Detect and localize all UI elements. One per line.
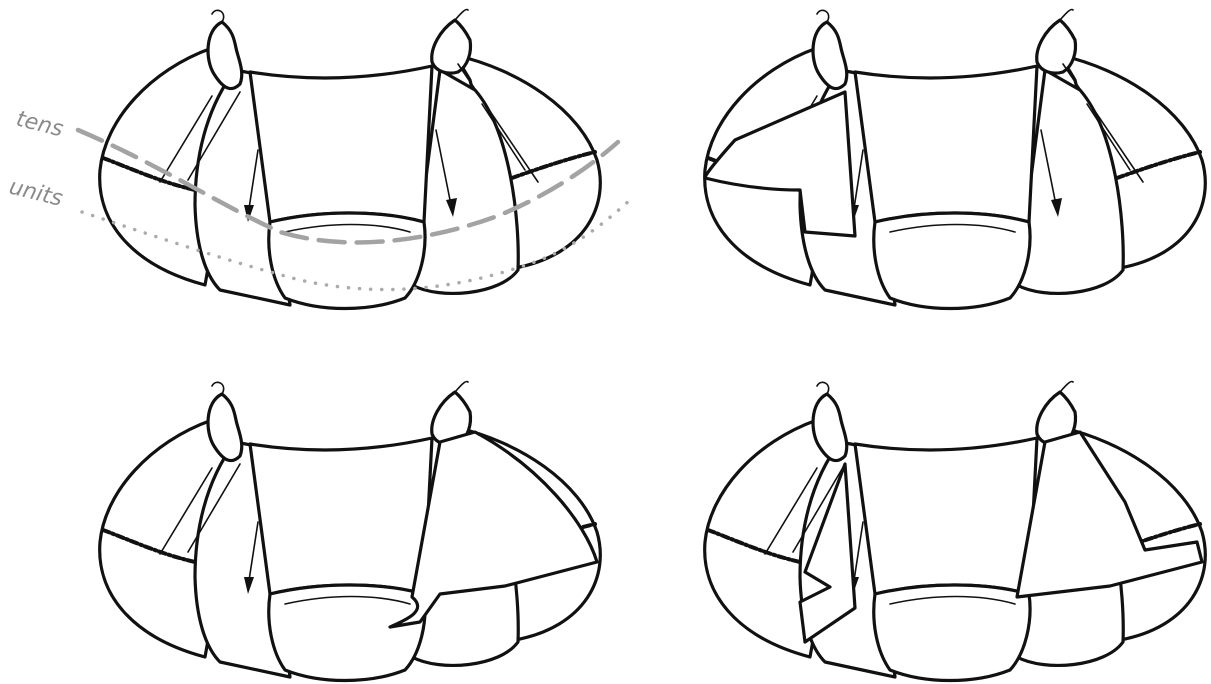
panel-tens-open <box>100 381 601 680</box>
tens-label: tens <box>14 107 66 143</box>
panel-both-open <box>705 381 1206 680</box>
panel-units-open <box>705 9 1206 308</box>
panel-intact: tens units <box>7 9 630 308</box>
device-drawing <box>100 9 601 308</box>
units-label: units <box>7 175 66 212</box>
